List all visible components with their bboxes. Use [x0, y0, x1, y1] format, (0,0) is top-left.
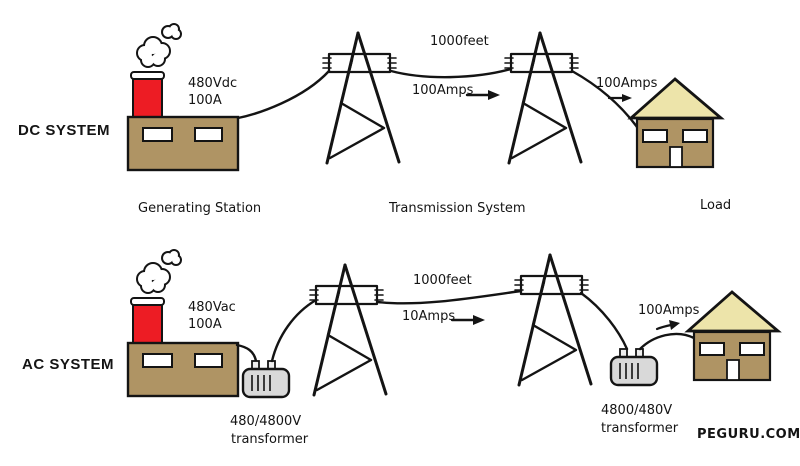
ac-line-current: 10Amps: [402, 309, 456, 324]
dc-transmission-tower-1: [321, 31, 401, 165]
ac-wire-stepdown-to-load: [638, 332, 696, 351]
ac-wire-tower3-to-tower4: [376, 289, 523, 305]
step-down-transformer-caption: transformer: [601, 421, 679, 436]
dc-line-current-arrow: [465, 90, 500, 100]
step-up-transformer-rating: 480/4800V: [230, 414, 302, 429]
dc-wire-station-to-tower1: [236, 69, 331, 120]
dc-wire-tower1-to-tower2: [389, 67, 513, 79]
ac-transmission-tower-2: [513, 253, 593, 387]
step-up-transformer-caption: transformer: [231, 432, 309, 447]
ac-wire-station-to-stepup: [235, 343, 258, 363]
ac-source-current: 100A: [188, 317, 222, 332]
ac-source-voltage: 480Vac: [188, 300, 236, 315]
watermark: PEGURU.COM: [697, 427, 800, 442]
load-caption: Load: [700, 198, 732, 213]
dc-source-current: 100A: [188, 93, 222, 108]
ac-load-house: [686, 290, 780, 382]
dc-load-house: [629, 77, 723, 169]
dc-source-voltage: 480Vdc: [188, 76, 238, 91]
dc-wire-tower2-to-load: [570, 69, 639, 129]
dc-transmission-tower-2: [503, 31, 583, 165]
dc-system-label: DC SYSTEM: [18, 122, 111, 139]
ac-load-current-arrow: [655, 320, 680, 331]
ac-wire-stepup-to-tower3: [270, 298, 318, 363]
ac-transmission-tower-1: [308, 263, 388, 397]
ac-step-down-transformer: [609, 347, 659, 387]
ac-line-current-arrow: [450, 315, 485, 325]
dc-line-length: 1000feet: [430, 34, 489, 49]
ac-load-current: 100Amps: [638, 303, 700, 318]
step-down-transformer-rating: 4800/480V: [601, 403, 673, 418]
ac-system-label: AC SYSTEM: [22, 356, 115, 373]
dc-load-current: 100Amps: [596, 76, 658, 91]
ac-step-up-transformer: [241, 359, 291, 399]
generating-station-caption: Generating Station: [138, 201, 262, 216]
transmission-system-caption: Transmission System: [389, 201, 526, 216]
ac-line-length: 1000feet: [413, 273, 472, 288]
dc-line-current: 100Amps: [412, 83, 474, 98]
dc-load-current-arrow: [607, 94, 632, 102]
ac-wire-tower4-to-stepdown: [579, 291, 629, 351]
